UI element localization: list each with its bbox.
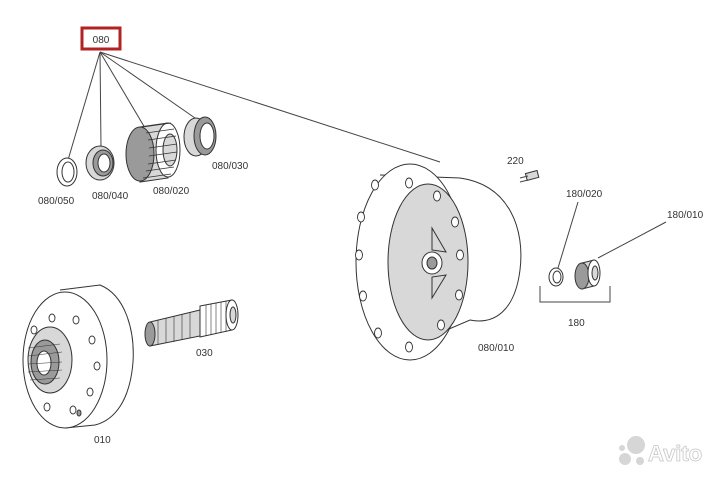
part-180-020-ring[interactable] <box>548 267 564 287</box>
part-080-050-ring[interactable] <box>56 157 78 187</box>
part-010-housing[interactable] <box>22 284 134 429</box>
label-010: 010 <box>94 435 111 446</box>
part-080-020-gear[interactable] <box>125 122 181 183</box>
part-220-bolt[interactable] <box>519 169 540 183</box>
highlight-box-080[interactable] <box>80 26 122 51</box>
label-080-030: 080/030 <box>212 161 249 172</box>
label-180: 180 <box>568 318 585 329</box>
part-080-040-bearing[interactable] <box>85 145 115 181</box>
hub-bolt-holes <box>355 177 464 353</box>
part-180-010-plug[interactable] <box>574 259 601 290</box>
leader-lines-180 <box>539 201 667 303</box>
housing-bolt-holes <box>30 313 101 417</box>
part-080-010-hub[interactable] <box>355 163 522 361</box>
label-180-020: 180/020 <box>566 189 603 200</box>
label-180-010: 180/010 <box>667 210 704 221</box>
label-220: 220 <box>507 156 524 167</box>
label-080-010: 080/010 <box>478 343 515 354</box>
leader-lines-080 <box>67 51 441 163</box>
label-080-050: 080/050 <box>38 196 75 207</box>
label-030: 030 <box>196 348 213 359</box>
part-080-030-bearing[interactable] <box>183 116 217 157</box>
label-080-020: 080/020 <box>153 186 190 197</box>
avito-watermark: Avito <box>619 436 703 466</box>
avito-watermark-text: Avito <box>648 441 702 466</box>
part-030-shaft[interactable] <box>144 299 239 347</box>
label-080: 080 <box>93 35 110 46</box>
label-080-040: 080/040 <box>92 191 129 202</box>
avito-dots-icon <box>619 436 645 465</box>
